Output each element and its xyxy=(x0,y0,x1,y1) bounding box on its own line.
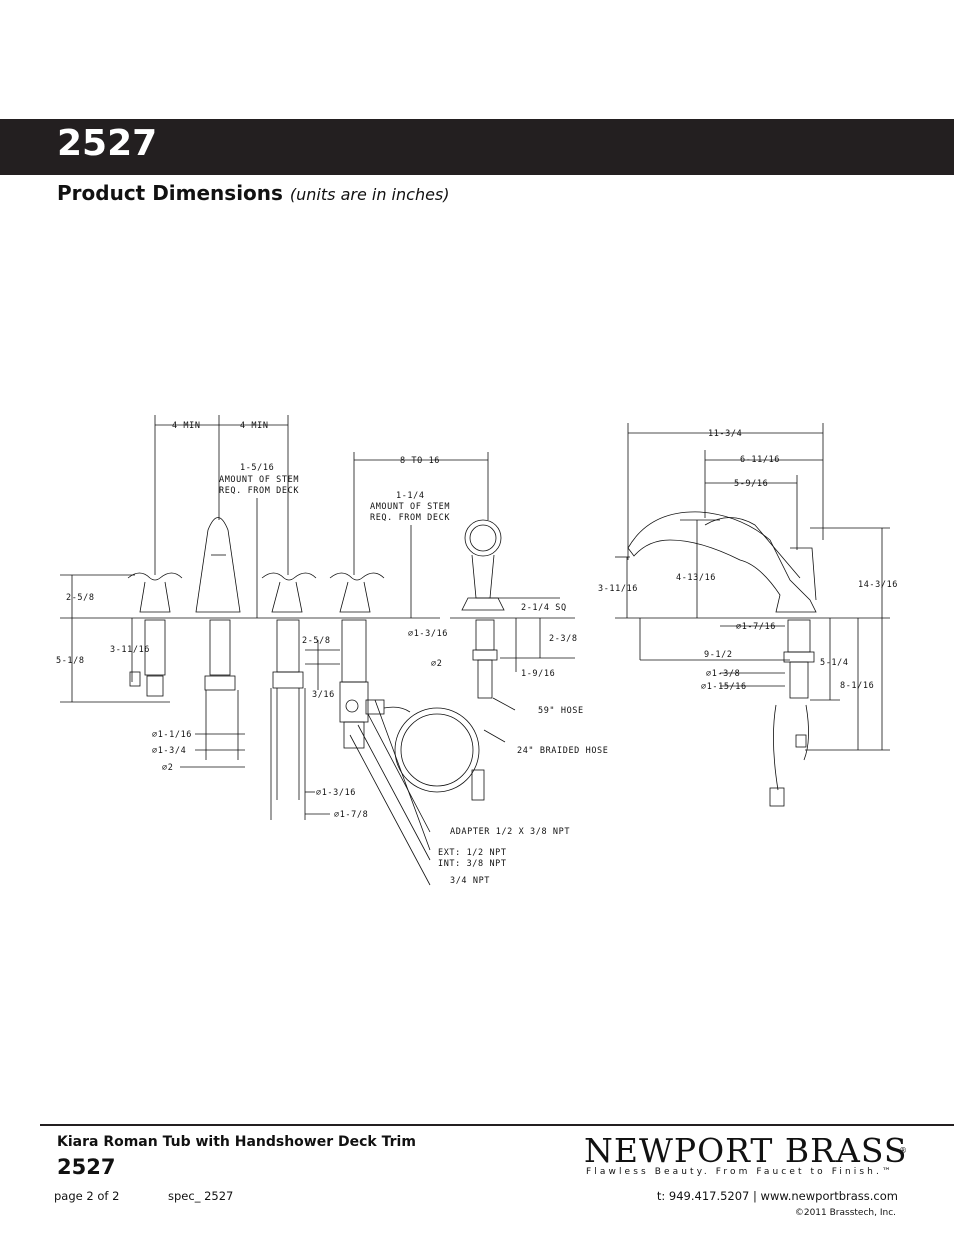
label-w-9-1-2: 9-1/2 xyxy=(704,650,733,660)
section-heading: Product Dimensions (units are in inches) xyxy=(57,181,450,205)
model-title: 2527 xyxy=(57,123,158,164)
label-w-6-11-16: 6-11/16 xyxy=(740,455,780,465)
section-title: Product Dimensions xyxy=(57,181,283,205)
label-d-1-3-4: ⌀1-3/4 xyxy=(152,746,186,756)
label-braided-hose: 24" BRAIDED HOSE xyxy=(517,746,608,756)
label-h-14-3-16: 14-3/16 xyxy=(858,580,898,590)
label-ext: EXT: 1/2 NPT xyxy=(438,848,507,858)
label-h-2-5-8-b: 2-5/8 xyxy=(302,636,331,646)
label-int: INT: 3/8 NPT xyxy=(438,859,507,869)
footer-copyright: ©2011 Brasstech, Inc. xyxy=(794,1208,896,1218)
label-d-1-3-16: ⌀1-3/16 xyxy=(316,788,356,798)
label-w-11-3-4: 11-3/4 xyxy=(708,429,742,439)
label-hose-59: 59" HOSE xyxy=(538,706,584,716)
drawing-lines xyxy=(60,415,890,886)
label-d-1-15-16: ⌀1-15/16 xyxy=(701,682,747,692)
label-h-8-1-16: 8-1/16 xyxy=(840,681,874,691)
header-banner: 2527 xyxy=(0,119,954,175)
newport-brass-logo: NEWPORT BRASS ® Flawless Beauty. From Fa… xyxy=(584,1131,914,1181)
label-stem1-l3: REQ. FROM DECK xyxy=(219,486,299,496)
footer-contact: t: 949.417.5207 | www.newportbrass.com xyxy=(656,1189,898,1203)
label-d-2-b: ⌀2 xyxy=(431,659,442,669)
label-eight-to-16: 8 TO 16 xyxy=(400,456,440,466)
logo-name: NEWPORT BRASS xyxy=(584,1131,908,1170)
label-h-3-11-16-r: 3-11/16 xyxy=(598,584,638,594)
label-h-2-5-8: 2-5/8 xyxy=(66,593,95,603)
label-d-1-7-16: ⌀1-7/16 xyxy=(736,622,776,632)
label-d-2: ⌀2 xyxy=(162,763,173,773)
label-h-1-9-16: 1-9/16 xyxy=(521,669,555,679)
footer-spec: spec_ 2527 xyxy=(168,1189,234,1203)
section-subtitle: (units are in inches) xyxy=(289,185,450,204)
dimension-drawing: 4 MIN 4 MIN 1-5/16 AMOUNT OF STEM REQ. F… xyxy=(56,415,898,886)
label-adapter: ADAPTER 1/2 X 3/8 NPT xyxy=(450,827,570,837)
label-h-2-3-8: 2-3/8 xyxy=(549,634,578,644)
label-four-min-a: 4 MIN xyxy=(172,421,201,431)
label-sq-2-1-4: 2-1/4 SQ xyxy=(521,603,567,613)
label-stem2-l1: 1-1/4 xyxy=(396,491,425,501)
footer-model: 2527 xyxy=(57,1155,116,1179)
label-four-min-b: 4 MIN xyxy=(240,421,269,431)
label-d-1-7-8: ⌀1-7/8 xyxy=(334,810,368,820)
label-stem2-l2: AMOUNT OF STEM xyxy=(370,502,450,512)
label-stem1-l2: AMOUNT OF STEM xyxy=(219,475,299,485)
label-h-5-1-4: 5-1/4 xyxy=(820,658,849,668)
label-h-4-13-16: 4-13/16 xyxy=(676,573,716,583)
logo-tagline: Flawless Beauty. From Faucet to Finish.™ xyxy=(586,1167,895,1177)
label-d-1-3-16-b: ⌀1-3/16 xyxy=(408,629,448,639)
drawing-labels: 4 MIN 4 MIN 1-5/16 AMOUNT OF STEM REQ. F… xyxy=(56,421,898,886)
footer-product-name: Kiara Roman Tub with Handshower Deck Tri… xyxy=(57,1134,416,1150)
footer-page-number: page 2 of 2 xyxy=(54,1189,120,1203)
footer-divider xyxy=(40,1124,954,1126)
label-w-5-9-16: 5-9/16 xyxy=(734,479,768,489)
logo-registered-mark: ® xyxy=(899,1146,907,1155)
label-stem1-l1: 1-5/16 xyxy=(240,463,274,473)
label-stem2-l3: REQ. FROM DECK xyxy=(370,513,450,523)
label-h-5-1-8: 5-1/8 xyxy=(56,656,85,666)
label-h-3-11-16: 3-11/16 xyxy=(110,645,150,655)
label-npt: 3/4 NPT xyxy=(450,876,490,886)
label-d-1-3-8: ⌀1-3/8 xyxy=(706,669,740,679)
label-h-3-16: 3/16 xyxy=(312,690,335,700)
label-d-1-1-16: ⌀1-1/16 xyxy=(152,730,192,740)
